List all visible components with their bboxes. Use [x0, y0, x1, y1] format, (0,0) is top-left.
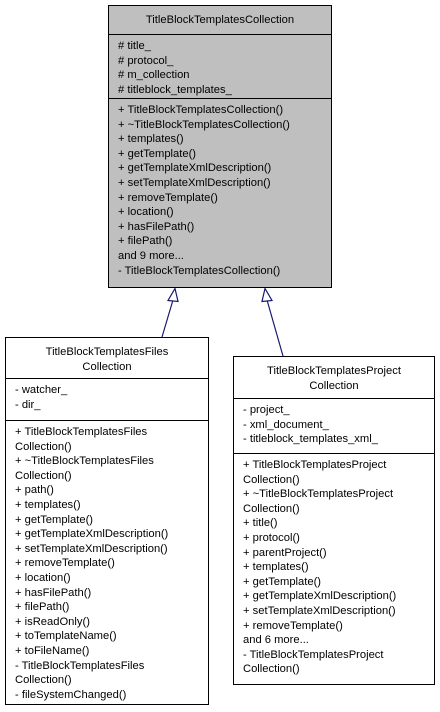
method: + removeTemplate() [118, 191, 218, 204]
attribute: # titleblock_templates_ [118, 83, 232, 96]
method: + ~TitleBlockTemplatesFiles [15, 455, 154, 468]
method: + hasFilePath() [15, 586, 92, 599]
attribute: - xml_document_ [243, 418, 329, 431]
method: + location() [15, 571, 71, 584]
method: + filePath() [118, 235, 173, 248]
method: + removeTemplate() [15, 557, 115, 570]
method: + removeTemplate() [243, 619, 343, 632]
method: + getTemplate() [243, 575, 322, 588]
class-name-line: Collection [82, 360, 132, 373]
method: + TitleBlockTemplatesProject [243, 459, 387, 471]
method: - TitleBlockTemplatesProject [243, 648, 384, 661]
method: + getTemplate() [118, 147, 197, 160]
method: + setTemplateXmlDescription() [243, 604, 396, 617]
class-box-titleblocktemplatescollection[interactable]: TitleBlockTemplatesCollection # title_ #… [108, 5, 332, 288]
method: + ~TitleBlockTemplatesCollection() [118, 118, 290, 131]
method: + isReadOnly() [15, 615, 90, 628]
class-name-line: Collection [309, 379, 359, 392]
class-box-titleblocktemplatesfilescollection[interactable]: TitleBlockTemplatesFiles Collection - wa… [5, 337, 209, 705]
method: + TitleBlockTemplatesFiles [15, 426, 148, 438]
method: - TitleBlockTemplatesCollection() [118, 264, 281, 277]
method: + title() [243, 517, 278, 530]
method: + getTemplateXmlDescription() [15, 528, 169, 541]
class-name-section: TitleBlockTemplatesFiles Collection [6, 338, 208, 378]
class-name-line: TitleBlockTemplatesFiles [45, 346, 169, 358]
method: + getTemplate() [15, 513, 94, 526]
method: + getTemplateXmlDescription() [243, 590, 397, 603]
attribute: - watcher_ [15, 384, 68, 396]
attribute: - project_ [243, 404, 290, 416]
attributes-section: - project_ - xml_document_ - titleblock_… [234, 398, 434, 453]
methods-section: + TitleBlockTemplatesFiles Collection() … [6, 420, 208, 704]
method: + toFileName() [15, 644, 90, 657]
method: Collection() [15, 440, 72, 453]
method: + parentProject() [243, 546, 327, 559]
method: + templates() [118, 133, 184, 146]
method: + templates() [15, 498, 81, 511]
class-name-section: TitleBlockTemplatesCollection [109, 6, 331, 34]
method: Collection() [15, 674, 72, 687]
method: Collection() [243, 473, 300, 486]
attribute: - dir_ [15, 398, 41, 411]
attribute: # title_ [118, 40, 151, 52]
attribute: - titleblock_templates_xml_ [243, 433, 378, 446]
more-methods-note: and 9 more... [118, 249, 184, 262]
class-name: TitleBlockTemplatesCollection [145, 14, 295, 26]
attributes-section: # title_ # protocol_ # m_collection # ti… [109, 34, 331, 98]
method: + setTemplateXmlDescription() [118, 176, 271, 189]
method: + getTemplateXmlDescription() [118, 162, 272, 175]
method: + hasFilePath() [118, 220, 195, 233]
method: + filePath() [15, 601, 70, 614]
method: + TitleBlockTemplatesCollection() [118, 104, 284, 116]
attribute: # m_collection [118, 69, 190, 82]
edge-project-to-collection [266, 299, 284, 357]
edge-files-to-collection [161, 299, 174, 338]
method: Collection() [15, 469, 72, 482]
method: + templates() [243, 561, 309, 574]
method: + ~TitleBlockTemplatesProject [243, 488, 394, 501]
class-name-section: TitleBlockTemplatesProject Collection [234, 357, 434, 398]
method: Collection() [243, 663, 300, 676]
attributes-section: - watcher_ - dir_ [6, 378, 208, 420]
class-box-titleblocktemplatesprojectcollection[interactable]: TitleBlockTemplatesProject Collection - … [233, 356, 435, 685]
arrowhead-project [261, 286, 273, 303]
method: + toTemplateName() [15, 630, 117, 643]
method: - fileSystemChanged() [15, 688, 127, 701]
more-methods-note: and 6 more... [243, 634, 309, 647]
method: + location() [118, 206, 174, 219]
method: - TitleBlockTemplatesFiles [15, 659, 145, 672]
class-name-line: TitleBlockTemplatesProject [267, 365, 401, 377]
methods-section: + TitleBlockTemplatesProject Collection(… [234, 453, 434, 679]
method: + path() [15, 484, 54, 497]
method: + setTemplateXmlDescription() [15, 542, 168, 555]
arrowhead-files [167, 286, 179, 303]
method: Collection() [243, 502, 300, 515]
attribute: # protocol_ [118, 54, 174, 67]
methods-section: + TitleBlockTemplatesCollection() + ~Tit… [109, 98, 331, 280]
method: + protocol() [243, 531, 300, 544]
